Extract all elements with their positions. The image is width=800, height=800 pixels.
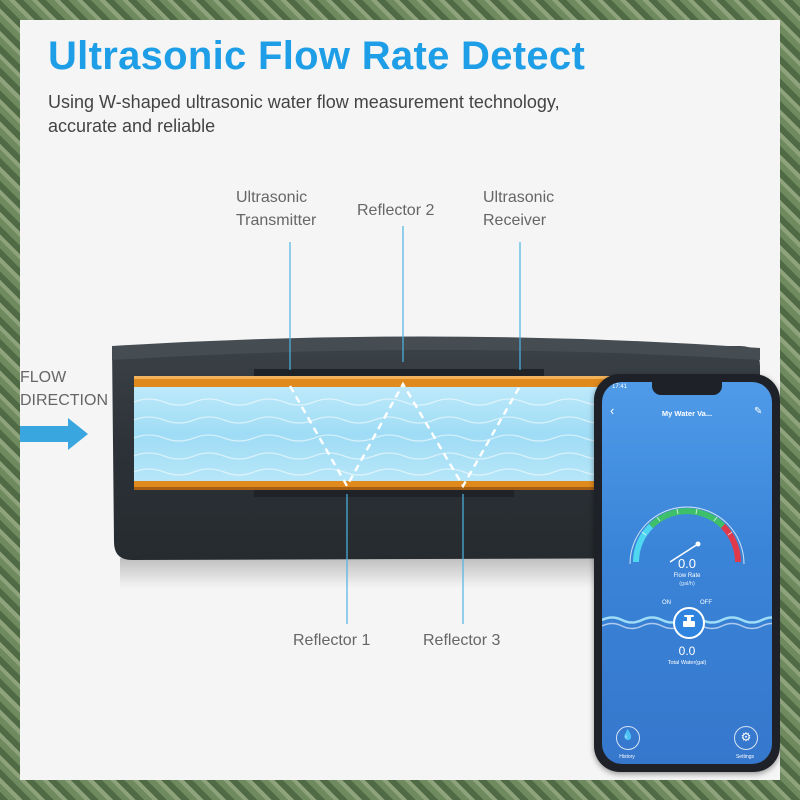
subtitle: Using W-shaped ultrasonic water flow mea…: [48, 90, 648, 138]
sensor-bottom-strip: [254, 490, 514, 497]
valve-off-label: OFF: [700, 600, 712, 606]
gauge-arc-red: [720, 523, 741, 563]
pipe-bottom-stripe: [134, 481, 754, 490]
faucet-icon: [683, 615, 695, 627]
status-time: 17:41: [612, 384, 628, 390]
label-flow-line-2: DIRECTION: [20, 392, 108, 409]
back-arrow-icon[interactable]: ‹: [610, 403, 615, 418]
label-ultrasonic-receiver: Ultrasonic Receiver: [483, 186, 554, 232]
total-water-value: 0.0: [678, 644, 696, 658]
page-title: Ultrasonic Flow Rate Detect: [48, 34, 586, 78]
flow-rate-label: Flow Rate: [673, 573, 701, 579]
flow-rate-unit: (gal/h): [679, 581, 695, 587]
phone-screen: 17:41 ‹ My Water Va... ✎ 0.0 Flow Rate (…: [602, 382, 772, 764]
phone-notch: [652, 382, 722, 395]
settings-label: Settings: [735, 754, 755, 760]
gauge-needle-pivot: [695, 541, 701, 547]
label-ultrasonic-transmitter: Ultrasonic Transmitter: [236, 186, 316, 232]
settings-button[interactable]: ⚙: [734, 726, 758, 750]
label-transmitter-line-2: Transmitter: [236, 212, 317, 229]
leader-lines: [289, 226, 521, 624]
label-flow-direction: FLOW DIRECTION: [20, 366, 108, 412]
valve-toggle-button[interactable]: [673, 607, 705, 639]
edit-icon[interactable]: ✎: [754, 406, 763, 417]
total-water-label: Total Water(gal): [667, 660, 707, 666]
subtitle-line-1: Using W-shaped ultrasonic water flow mea…: [48, 92, 560, 112]
pipe-top-stripe-highlight: [134, 376, 754, 379]
ultrasonic-w-path: [288, 381, 522, 489]
label-transmitter-line-1: Ultrasonic: [236, 189, 308, 206]
gauge-needle: [669, 543, 699, 563]
gauge-arc-green: [648, 508, 726, 529]
flow-rate-gauge: [629, 506, 745, 565]
subtitle-line-2: accurate and reliable: [48, 116, 216, 136]
label-receiver-line-1: Ultrasonic: [483, 189, 555, 206]
history-button[interactable]: 💧: [616, 726, 640, 750]
valve-on-label: ON: [662, 600, 671, 606]
infographic-panel: Ultrasonic Flow Rate Detect Using W-shap…: [20, 20, 780, 780]
pipe-top-stripe: [134, 376, 754, 387]
meter-top-highlight: [112, 336, 760, 360]
pipe-bottom-stripe-shade: [134, 487, 754, 490]
gauge-ticks: [641, 508, 733, 536]
flow-direction-arrow: [20, 418, 88, 450]
label-reflector-3: Reflector 3: [423, 632, 501, 649]
label-reflector-2: Reflector 2: [357, 202, 435, 219]
sensor-top-strip: [254, 369, 544, 376]
water-drop-icon: 💧: [621, 730, 635, 741]
gauge-arc-cyan: [633, 523, 654, 563]
flow-rate-value: 0.0: [677, 556, 697, 571]
label-reflector-1: Reflector 1: [293, 632, 371, 649]
label-flow-line-1: FLOW: [20, 369, 67, 386]
device-title: My Water Va...: [661, 409, 713, 418]
gauge-outer-ring: [629, 506, 745, 565]
gear-icon: ⚙: [740, 730, 752, 744]
phone-mockup: 17:41 ‹ My Water Va... ✎ 0.0 Flow Rate (…: [594, 374, 780, 772]
label-receiver-line-2: Receiver: [483, 212, 547, 229]
meter-shadow: [120, 558, 640, 588]
history-label: History: [619, 754, 635, 760]
